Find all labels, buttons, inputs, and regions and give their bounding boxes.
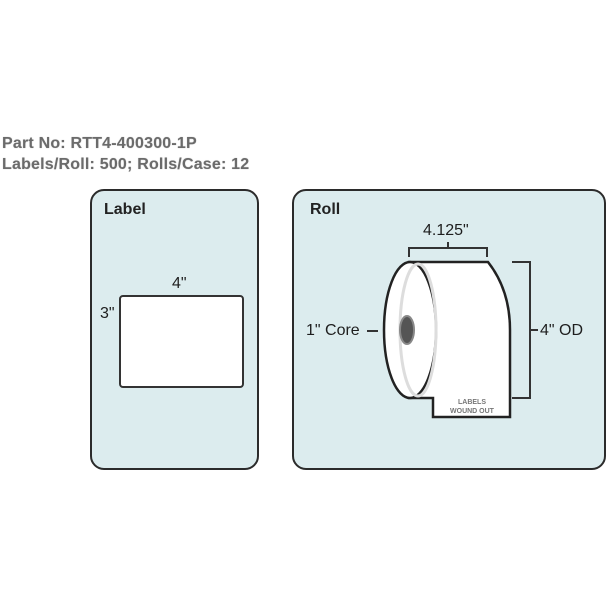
label-shape	[119, 295, 244, 388]
wind-note-line2: WOUND OUT	[450, 408, 494, 415]
label-panel: Label 4" 3"	[90, 189, 259, 470]
wind-direction-note: LABELS WOUND OUT	[435, 398, 509, 416]
label-width-dimension: 4"	[172, 275, 187, 292]
label-panel-title: Label	[104, 201, 146, 218]
label-height-dimension: 3"	[100, 305, 115, 322]
roll-panel-title: Roll	[310, 201, 341, 218]
part-number: Part No: RTT4-400300-1P	[2, 135, 197, 152]
outer-diameter-dimension: 4" OD	[540, 322, 584, 339]
roll-panel: Roll	[292, 189, 606, 470]
roll-width-dimension: 4.125"	[423, 222, 469, 239]
packaging-info: Labels/Roll: 500; Rolls/Case: 12	[2, 156, 250, 173]
core-dimension: 1" Core	[306, 322, 360, 339]
wind-note-line1: LABELS	[458, 399, 486, 406]
